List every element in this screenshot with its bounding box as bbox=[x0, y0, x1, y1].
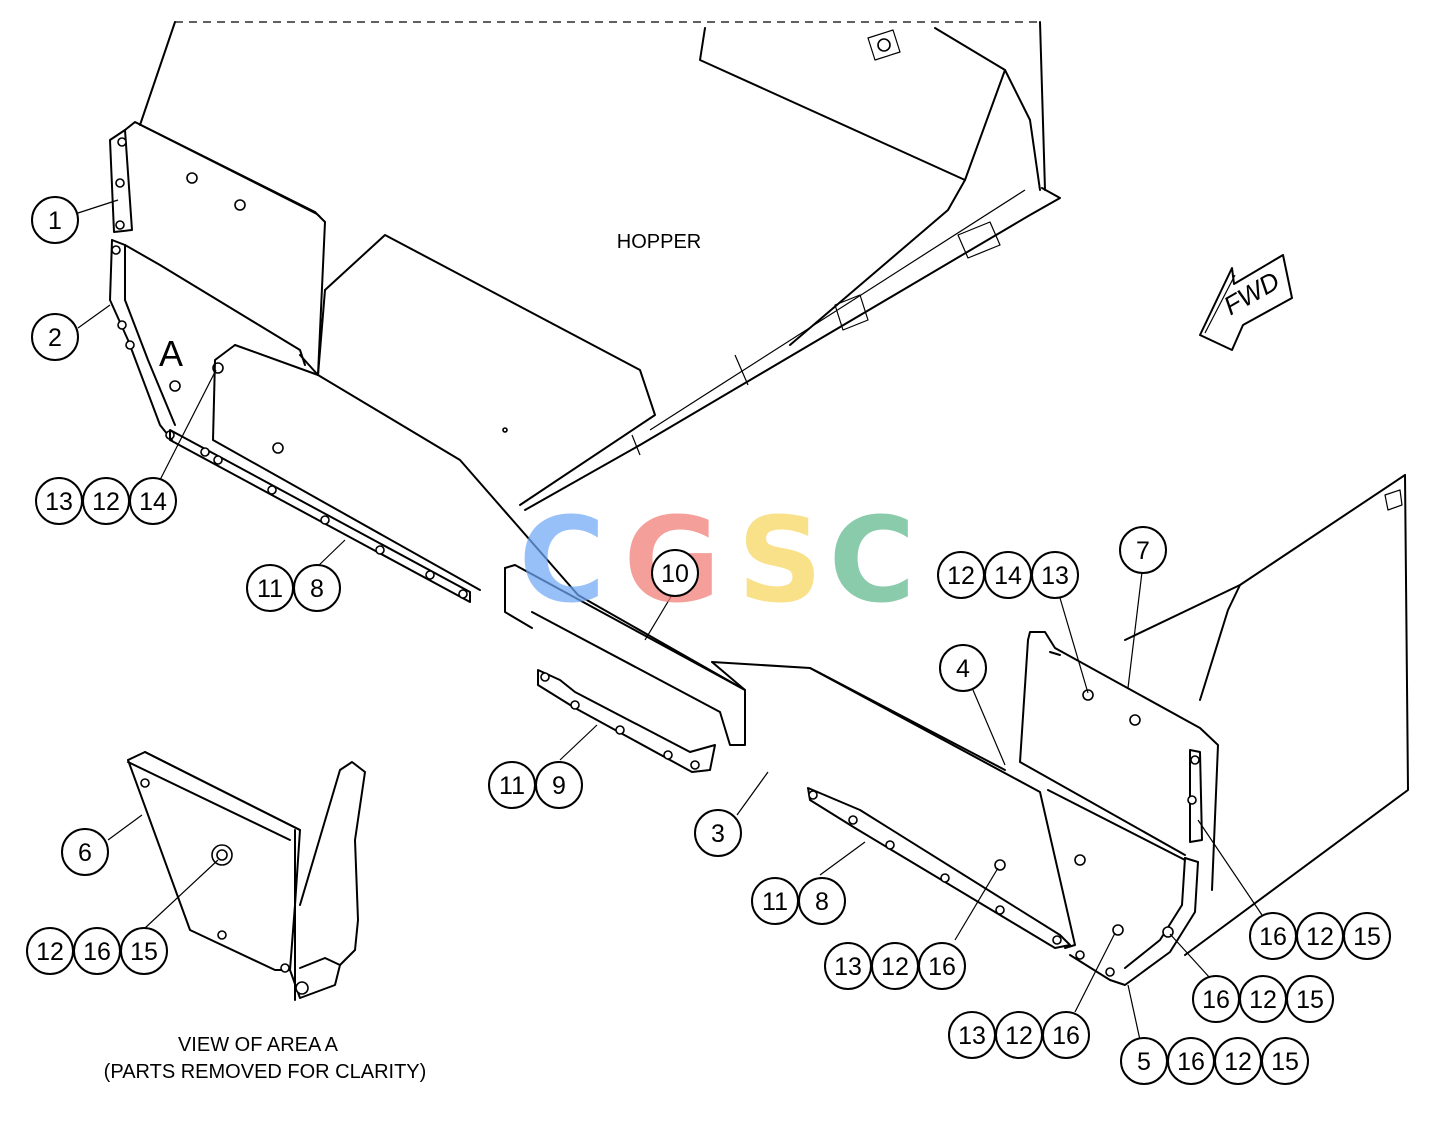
part-7-plate bbox=[1019, 631, 1219, 891]
part-3-skirt bbox=[711, 661, 1186, 949]
fwd-arrow: FWD bbox=[1199, 254, 1293, 351]
callout-number: 12 bbox=[1005, 1022, 1033, 1050]
callout-circle bbox=[694, 809, 742, 857]
part-8-bar-left bbox=[169, 429, 471, 603]
callout-number: 15 bbox=[130, 938, 158, 966]
view-subtitle: (PARTS REMOVED FOR CLARITY) bbox=[104, 1061, 427, 1083]
callout-number: 5 bbox=[1137, 1048, 1151, 1076]
callout-number: 16 bbox=[1202, 986, 1230, 1014]
watermark-letter-3: S bbox=[738, 491, 823, 629]
callout-number: 11 bbox=[499, 772, 525, 800]
callout-number: 15 bbox=[1296, 986, 1324, 1014]
callout-number: 13 bbox=[834, 953, 862, 981]
callout-c16-12-15-b: 16 12 15 bbox=[1192, 975, 1334, 1023]
callout-c11-8-right: 11 8 bbox=[751, 877, 846, 925]
callout-c7: 7 bbox=[1119, 526, 1167, 574]
callout-circle bbox=[31, 313, 79, 361]
callout-circle bbox=[1343, 912, 1391, 960]
cgsc-watermark: C G S C bbox=[519, 491, 916, 629]
callout-circle bbox=[798, 877, 846, 925]
callout-number: 10 bbox=[661, 560, 689, 588]
callout-number: 15 bbox=[1271, 1048, 1299, 1076]
part-9-bar bbox=[537, 669, 716, 773]
callout-circle bbox=[129, 477, 177, 525]
callout-circle bbox=[918, 942, 966, 990]
callout-circle bbox=[1042, 1011, 1090, 1059]
callout-c4: 4 bbox=[939, 644, 987, 692]
callout-number: 4 bbox=[956, 655, 970, 683]
callout-number: 16 bbox=[83, 938, 111, 966]
callout-circle bbox=[1261, 1037, 1309, 1085]
leader-lines bbox=[77, 199, 1263, 1041]
callout-circle bbox=[1286, 975, 1334, 1023]
callout-number: 16 bbox=[1259, 923, 1287, 951]
callout-number: 13 bbox=[958, 1022, 986, 1050]
callout-number: 3 bbox=[711, 820, 725, 848]
callout-number: 12 bbox=[1224, 1048, 1252, 1076]
part-5-plate bbox=[1069, 857, 1199, 986]
callout-c10: 10 bbox=[651, 549, 699, 597]
callout-circle bbox=[939, 644, 987, 692]
callout-number: 1 bbox=[48, 207, 62, 235]
callout-number: 11 bbox=[257, 575, 283, 603]
callout-number: 9 bbox=[552, 772, 566, 800]
callout-circle bbox=[1119, 526, 1167, 574]
callout-c12-14-13: 12 14 13 bbox=[937, 551, 1079, 599]
callout-number: 16 bbox=[928, 953, 956, 981]
callout-circle bbox=[61, 828, 109, 876]
callout-number: 16 bbox=[1052, 1022, 1080, 1050]
callout-circle bbox=[31, 196, 79, 244]
callout-number: 12 bbox=[881, 953, 909, 981]
callout-c11-9: 11 9 bbox=[488, 761, 583, 809]
callout-circle bbox=[535, 761, 583, 809]
callout-number: 12 bbox=[36, 938, 64, 966]
callout-number: 11 bbox=[762, 888, 788, 916]
callout-number: 12 bbox=[947, 562, 975, 590]
callout-c6: 6 bbox=[61, 828, 109, 876]
callout-c1: 1 bbox=[31, 196, 79, 244]
callout-number: 14 bbox=[139, 488, 167, 516]
callout-number: 16 bbox=[1177, 1048, 1205, 1076]
callout-number: 15 bbox=[1353, 923, 1381, 951]
callout-circle bbox=[120, 927, 168, 975]
callout-c16-12-15-a: 16 12 15 bbox=[1249, 912, 1391, 960]
callout-c13-12-14: 13 12 14 bbox=[35, 477, 177, 525]
callout-number: 6 bbox=[78, 839, 92, 867]
callout-number: 13 bbox=[45, 488, 73, 516]
part-2-plate bbox=[109, 239, 306, 441]
callout-number: 12 bbox=[92, 488, 120, 516]
callout-number: 12 bbox=[1306, 923, 1334, 951]
callout-number: 8 bbox=[815, 888, 829, 916]
callout-number: 12 bbox=[1249, 986, 1277, 1014]
callout-c11-8-left: 11 8 bbox=[246, 564, 341, 612]
callout-c2: 2 bbox=[31, 313, 79, 361]
hopper-label: HOPPER bbox=[617, 231, 701, 253]
callout-c12-16-15-view: 12 16 15 bbox=[26, 927, 168, 975]
view-title: VIEW OF AREA A bbox=[178, 1034, 339, 1056]
callout-c3: 3 bbox=[694, 809, 742, 857]
view-area-a-detail bbox=[127, 751, 366, 1001]
part-1-plate bbox=[109, 121, 326, 376]
area-a-label: A bbox=[159, 333, 183, 374]
callout-c13-12-16-b: 13 12 16 bbox=[948, 1011, 1090, 1059]
hopper-right-body bbox=[1124, 474, 1409, 956]
hopper-body bbox=[139, 21, 1061, 511]
callout-circle bbox=[293, 564, 341, 612]
callout-circle bbox=[1031, 551, 1079, 599]
callout-c5: 5 16 12 15 bbox=[1120, 1037, 1309, 1085]
watermark-letter-4: C bbox=[829, 491, 916, 629]
callout-circle bbox=[651, 549, 699, 597]
part-8-bar-right bbox=[807, 787, 1086, 949]
callout-c13-12-16-a: 13 12 16 bbox=[824, 942, 966, 990]
callout-number: 8 bbox=[310, 575, 324, 603]
callout-number: 7 bbox=[1136, 537, 1150, 565]
callout-number: 13 bbox=[1041, 562, 1069, 590]
callout-number: 14 bbox=[994, 562, 1022, 590]
watermark-letter-1: C bbox=[519, 491, 606, 629]
callout-number: 2 bbox=[48, 324, 62, 352]
